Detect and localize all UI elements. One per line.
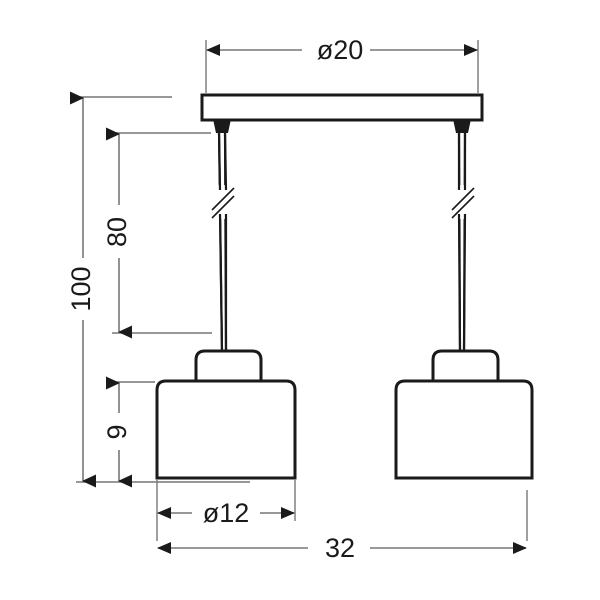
shade-cap-left bbox=[194, 349, 263, 385]
dimension-label-shade-diameter: ø12 bbox=[203, 498, 250, 528]
lamp-assembly bbox=[155, 93, 534, 480]
shade-body-right bbox=[394, 379, 534, 480]
dimension-shade-diameter: ø12 bbox=[156, 480, 296, 541]
dimension-total-width: 32 bbox=[157, 490, 528, 563]
shade-body-left bbox=[155, 379, 297, 480]
lamp-shade-right bbox=[394, 349, 534, 480]
dimension-label-total-height: 100 bbox=[66, 266, 96, 311]
ceiling-mount-bar bbox=[200, 93, 484, 122]
dimension-total-height: 100 bbox=[66, 91, 250, 488]
cable-exit-nub-right bbox=[453, 119, 471, 133]
dimension-shade-height: 9 bbox=[102, 376, 155, 488]
dimension-top-width: ø20 bbox=[205, 35, 479, 93]
dimension-suspension-height: 80 bbox=[102, 127, 212, 339]
dimension-label-suspension-height: 80 bbox=[102, 217, 132, 247]
shade-cap-right bbox=[431, 349, 500, 385]
dimension-label-shade-height: 9 bbox=[102, 424, 132, 439]
dimension-label-total-width: 32 bbox=[325, 533, 355, 563]
dimension-label-top-width: ø20 bbox=[317, 35, 364, 65]
cable-break-mark-left bbox=[211, 130, 235, 353]
cable-break-mark-right bbox=[451, 131, 475, 353]
lamp-shade-left bbox=[155, 349, 297, 480]
cable-exit-nub-left bbox=[213, 119, 231, 133]
